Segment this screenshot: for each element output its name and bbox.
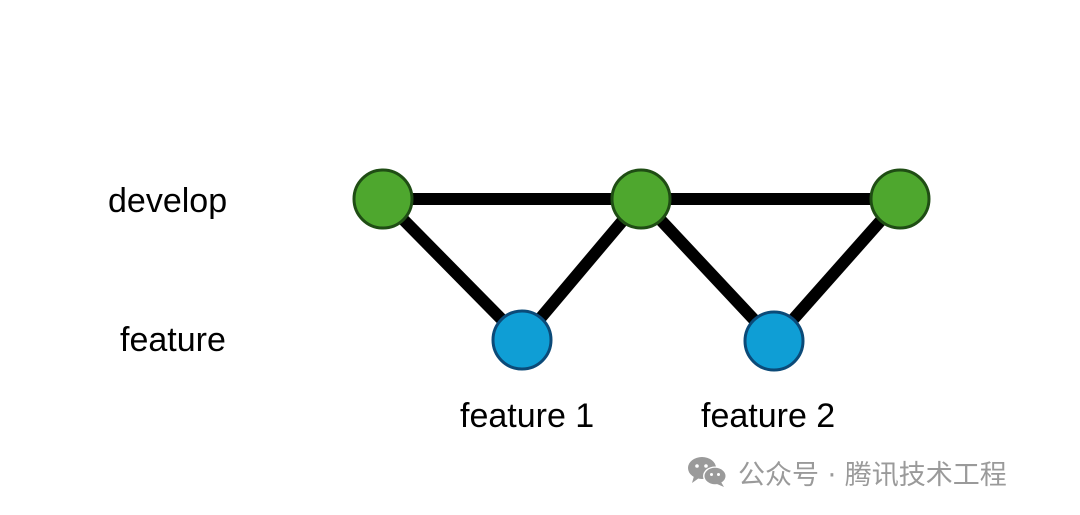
edge-develop2-feature2 (636, 194, 779, 346)
feature-label-1: feature 1 (460, 397, 594, 435)
watermark-text: 公众号 · 腾讯技术工程 (738, 459, 1007, 491)
feature-commit-2 (743, 310, 805, 372)
feature-commit-1 (491, 309, 553, 371)
edge-feature1-develop2 (517, 195, 646, 344)
develop-commit-2 (610, 168, 672, 230)
edge-feature2-develop3 (769, 195, 905, 345)
branch-label-feature: feature (120, 321, 226, 359)
wechat-icon (688, 457, 727, 487)
branch-label-develop: develop (108, 182, 227, 220)
develop-commit-3 (869, 168, 931, 230)
feature-label-2: feature 2 (701, 397, 835, 435)
develop-commit-1 (352, 168, 414, 230)
edge-develop1-feature1 (378, 194, 527, 345)
watermark: 公众号 · 腾讯技术工程 (686, 452, 1007, 492)
